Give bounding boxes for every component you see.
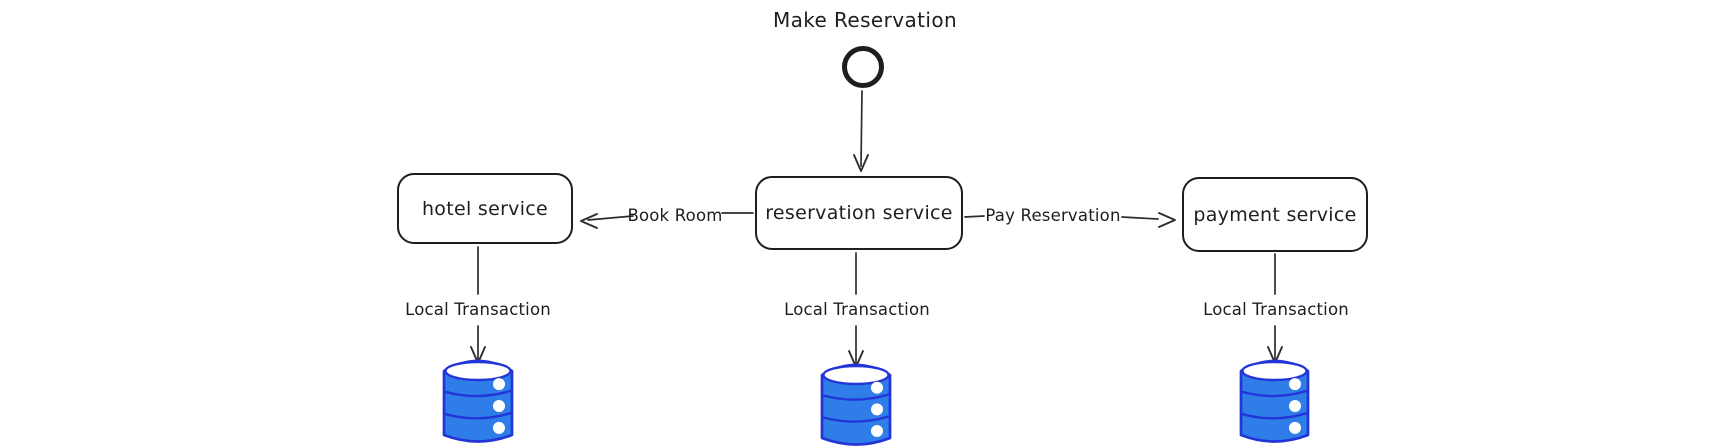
node-payment-service-label: payment service [1193, 203, 1357, 226]
edge-label-local-transaction-hotel: Local Transaction [405, 300, 551, 319]
node-hotel-service-label: hotel service [421, 197, 549, 220]
make-reservation-arrow [853, 90, 869, 172]
diagram-title: Make Reservation [772, 8, 958, 32]
node-payment-service: payment service [1182, 177, 1368, 252]
book-room-arrow [580, 212, 754, 229]
edge-label-local-transaction-reservation: Local Transaction [784, 300, 930, 319]
node-hotel-service: hotel service [397, 173, 573, 244]
edge-label-book-room: Book Room [627, 206, 723, 225]
pay-reservation-arrow [964, 212, 1176, 228]
node-reservation-service-label: reservation service [765, 202, 953, 224]
edge-label-pay-reservation: Pay Reservation [985, 206, 1121, 225]
reservation-database-cylinder-icon [820, 363, 892, 446]
payment-database-cylinder-icon [1239, 359, 1310, 443]
hotel-database-cylinder-icon [442, 359, 514, 443]
start-circle [842, 46, 884, 88]
edge-label-local-transaction-payment: Local Transaction [1203, 300, 1349, 319]
arrows-group [470, 90, 1283, 368]
node-reservation-service: reservation service [755, 176, 963, 250]
